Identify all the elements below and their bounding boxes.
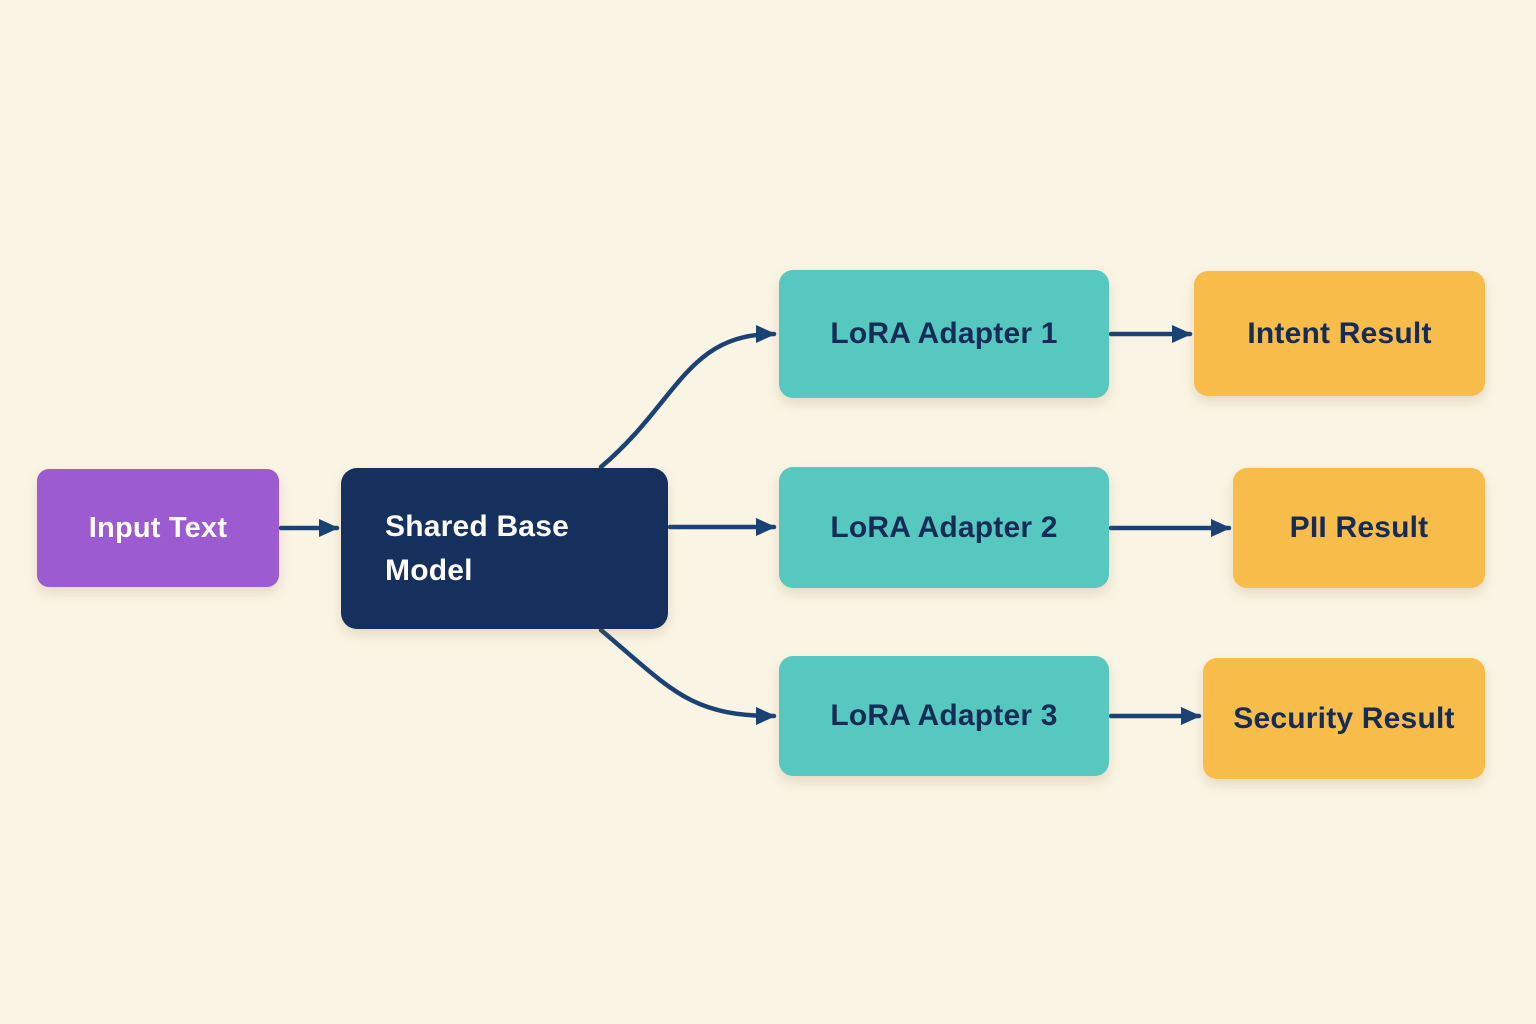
edge-base-to-adapter1: [598, 325, 777, 470]
input-text-node: Input Text: [37, 469, 279, 587]
shared-base-model-node: Shared Base Model: [341, 468, 668, 629]
security-result-node: Security Result: [1203, 658, 1485, 779]
input-text-label: Input Text: [88, 511, 228, 544]
intent-result-label: Intent Result: [1247, 316, 1432, 350]
lora-adapter-3-label: LoRA Adapter 3: [830, 699, 1058, 732]
lora-adapter-1-label: LoRA Adapter 1: [830, 317, 1058, 350]
lora-adapter-3-node: LoRA Adapter 3: [779, 656, 1109, 776]
intent-result-node: Intent Result: [1194, 271, 1485, 396]
shared-base-model-label: Shared Base Model: [385, 510, 569, 587]
security-result-label: Security Result: [1233, 701, 1455, 735]
lora-adapter-1-node: LoRA Adapter 1: [779, 270, 1109, 398]
lora-adapter-2-node: LoRA Adapter 2: [779, 467, 1109, 588]
pii-result-label: PII Result: [1289, 511, 1429, 544]
lora-adapter-2-label: LoRA Adapter 2: [830, 510, 1058, 544]
pii-result-node: PII Result: [1233, 468, 1485, 588]
edge-base-to-adapter3: [598, 627, 777, 725]
